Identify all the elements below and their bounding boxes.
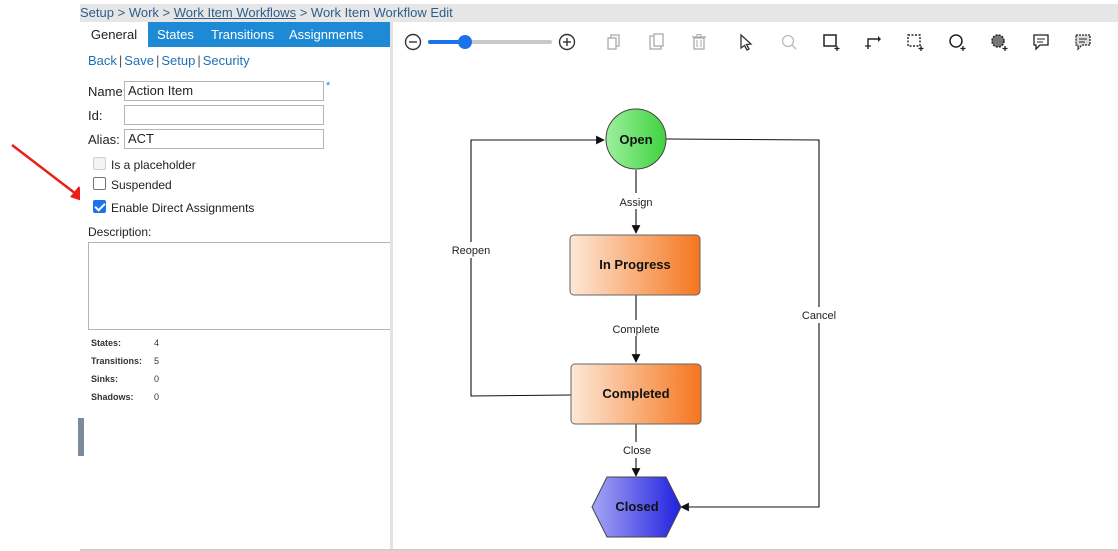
stat-shadows-value: 0 [154,392,160,402]
tab-states[interactable]: States [157,27,194,42]
app-frame: Setup > Work > Work Item Workflows > Wor… [80,0,1118,551]
stat-sinks-value: 0 [154,374,160,384]
tab-assignments[interactable]: Assignments [289,27,364,42]
paste-icon[interactable] [646,32,666,52]
collapse-handle[interactable] [78,418,84,456]
zoom-thumb[interactable] [458,35,472,49]
name-input[interactable]: Action Item [124,81,324,101]
required-mark: * [326,80,331,92]
stat-transitions-label: Transitions: [91,356,143,366]
edge-label-assign: Assign [619,197,652,209]
state-closed[interactable] [591,476,682,538]
back-link[interactable]: Back [88,53,117,68]
breadcrumb-work[interactable]: Work [128,5,159,20]
state-completed[interactable] [570,363,702,425]
properties-panel: General States Transitions Assignments B… [80,22,392,549]
tab-general[interactable]: General [80,22,148,47]
lasso-icon[interactable] [947,32,967,52]
stat-states-label: States: [91,338,122,348]
stat-sinks-label: Sinks: [91,374,119,384]
select-icon[interactable] [736,32,756,52]
stat-shadows-label: Shadows: [91,392,134,402]
suspended-label: Suspended [111,178,172,192]
placeholder-label: Is a placeholder [111,158,196,172]
find-icon[interactable] [779,32,799,52]
breadcrumb-current: Work Item Workflow Edit [310,5,453,20]
edge-cancel[interactable] [665,138,820,512]
id-label: Id: [88,108,103,123]
id-input[interactable] [124,105,324,125]
zoom-fill [428,40,465,44]
edge-label-complete: Complete [612,324,659,336]
edge-label-reopen: Reopen [452,245,491,257]
action-links: Back|Save|Setup|Security [88,53,250,68]
state-completed-label: Completed [602,386,669,401]
description-textarea[interactable] [88,242,392,330]
zoom-in-icon[interactable] [557,32,577,52]
tab-bar: General States Transitions Assignments [80,22,391,47]
comment-icon[interactable] [1031,32,1051,52]
edge-reopen[interactable] [470,135,605,397]
security-link[interactable]: Security [202,53,250,68]
breadcrumb: Setup > Work > Work Item Workflows > Wor… [80,4,1118,22]
state-open[interactable] [605,108,667,170]
breadcrumb-workflows[interactable]: Work Item Workflows [173,5,297,20]
state-closed-label: Closed [615,499,658,514]
zoom-out-icon[interactable] [403,32,423,52]
description-label: Description: [88,225,152,239]
stat-states-value: 4 [154,338,160,348]
placeholder-checkbox[interactable] [93,157,106,170]
zoom-slider[interactable] [428,35,552,49]
add-state-icon[interactable] [821,32,841,52]
delete-icon[interactable] [689,32,709,52]
shadow-icon[interactable] [989,32,1009,52]
breadcrumb-setup[interactable]: Setup [80,5,114,20]
name-label: Name: [88,84,127,99]
comments-icon[interactable] [1073,32,1093,52]
stat-transitions-value: 5 [154,356,160,366]
marquee-icon[interactable] [905,32,925,52]
save-link[interactable]: Save [124,53,154,68]
copy-icon[interactable] [604,32,624,52]
pane-splitter[interactable] [390,22,393,549]
alias-input[interactable]: ACT [124,129,324,149]
edge-label-cancel: Cancel [802,310,836,322]
alias-label: Alias: [88,132,120,147]
setup-link[interactable]: Setup [161,53,196,68]
direct-assignments-label: Enable Direct Assignments [111,201,255,215]
direct-assignments-checkbox[interactable] [93,200,106,213]
add-transition-icon[interactable] [863,32,883,52]
workflow-diagram: Assign Complete Close Reopen Cancel Open… [448,108,841,538]
state-open-label: Open [619,132,652,147]
state-in-progress-label: In Progress [599,257,671,272]
suspended-checkbox[interactable] [93,177,106,190]
tab-transitions[interactable]: Transitions [211,27,275,42]
state-in-progress[interactable] [569,234,701,296]
edge-label-close: Close [623,445,651,457]
